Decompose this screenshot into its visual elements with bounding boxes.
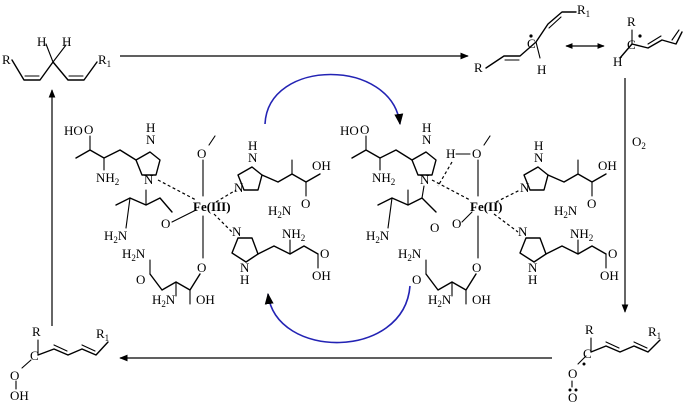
hydroperoxide-product: R C O OH R1: [10, 324, 109, 402]
label-nh2: NH2: [372, 170, 395, 187]
label-o: O: [608, 246, 617, 261]
label-h2n: H2N: [398, 246, 422, 263]
label-h2n: H2N: [152, 292, 176, 309]
label-fe2: Fe(II): [470, 199, 503, 214]
label-oh: OH: [600, 268, 619, 283]
label-n: N: [240, 260, 250, 275]
label-n: N: [528, 260, 538, 275]
label-c: C: [527, 36, 536, 51]
label-r: R: [627, 14, 636, 29]
label-h: H: [422, 120, 431, 135]
label-h2n: H2N: [428, 292, 452, 309]
fe3-active-site: Fe(III) O N N H HO O NH2 N N H OH O H2N …: [64, 120, 331, 309]
label-o2: O2: [632, 134, 646, 151]
label-o: O: [360, 122, 369, 137]
label-h2n: H2N: [268, 203, 292, 220]
label-h: H: [537, 62, 546, 77]
label-o: O: [10, 368, 19, 383]
label-oh: OH: [598, 158, 617, 173]
label-nh2: NH2: [96, 170, 119, 187]
label-n: N: [422, 132, 432, 147]
label-n: N: [234, 180, 244, 195]
label-oh: OH: [196, 292, 215, 307]
label-r1: R1: [577, 2, 590, 19]
label-o: O: [472, 146, 481, 161]
label-o: O: [472, 260, 481, 275]
cycle-arrow-bottom: [264, 285, 411, 344]
label-o: O: [568, 390, 577, 402]
label-o: O: [197, 260, 206, 275]
label-o: O: [136, 272, 145, 287]
label-oh: OH: [472, 292, 491, 307]
label-n: N: [146, 132, 156, 147]
label-o: O: [412, 272, 421, 287]
label-h2n: H2N: [554, 203, 578, 220]
pentadienyl-radical-a: R H C R1: [474, 2, 590, 77]
label-o: O: [301, 196, 310, 211]
label-n: N: [420, 172, 430, 187]
label-h2n: H2N: [122, 246, 146, 263]
label-r1: R1: [98, 52, 111, 69]
label-r1: R1: [648, 324, 661, 341]
fe2-active-site: Fe(II) O H N N H HO O NH2 N N H OH O H2N: [340, 120, 619, 309]
label-h: H: [248, 138, 257, 153]
label-oh: OH: [312, 268, 331, 283]
label-oh: OH: [312, 158, 331, 173]
label-o: O: [320, 246, 329, 261]
label-h: H: [37, 34, 46, 49]
label-ho: HO: [340, 123, 359, 138]
label-o: O: [161, 216, 170, 231]
label-n: N: [248, 150, 258, 165]
label-h: H: [240, 272, 249, 287]
label-r: R: [474, 60, 483, 75]
label-n: N: [534, 150, 544, 165]
label-o: O: [84, 122, 93, 137]
label-n: N: [518, 224, 528, 239]
label-c: C: [583, 346, 592, 361]
peroxyl-radical: R C O O R1: [568, 322, 661, 402]
label-r1: R1: [96, 326, 109, 343]
label-n: N: [144, 172, 154, 187]
label-r: R: [32, 324, 41, 339]
label-oh: OH: [10, 388, 29, 402]
label-c: C: [30, 348, 39, 363]
label-fe3: Fe(III): [193, 199, 231, 214]
pentadienyl-radical-b: H R C: [613, 14, 683, 69]
cycle-arrow-top: [264, 73, 404, 126]
label-o: O: [587, 196, 596, 211]
label-nh2: NH2: [570, 226, 593, 243]
label-r: R: [585, 322, 594, 337]
label-h2n: H2N: [366, 228, 390, 245]
label-o: O: [452, 216, 461, 231]
label-r: R: [2, 52, 11, 67]
label-n: N: [232, 224, 242, 239]
label-n: N: [520, 180, 530, 195]
label-nh2: NH2: [282, 226, 305, 243]
label-h: H: [534, 138, 543, 153]
label-c: C: [627, 37, 636, 52]
label-o: O: [197, 146, 206, 161]
label-ho: HO: [64, 123, 83, 138]
label-o: O: [568, 366, 577, 381]
label-h2n: H2N: [104, 228, 128, 245]
label-h: H: [528, 272, 537, 287]
label-h: H: [613, 54, 622, 69]
label-o: O: [430, 220, 439, 235]
substrate-diene: R H H R1: [2, 34, 111, 81]
label-h: H: [62, 34, 71, 49]
label-h: H: [146, 120, 155, 135]
label-h-o: H: [446, 146, 455, 161]
